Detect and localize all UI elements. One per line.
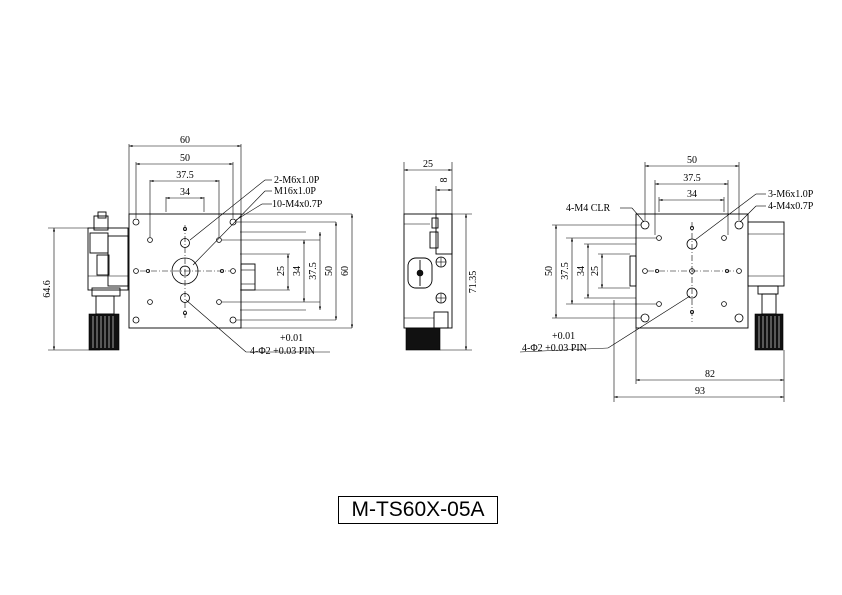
rear-dim-34: 34 bbox=[687, 189, 697, 200]
rear-dim-37-5: 37.5 bbox=[683, 173, 701, 184]
rear-callout-m6: 3-M6x1.0P bbox=[768, 189, 814, 200]
side-dim-71-35: 71.35 bbox=[468, 271, 479, 294]
rear-pin-tol: +0.01 bbox=[552, 331, 575, 342]
rear-callout-m4: 4-M4x0.7P bbox=[768, 201, 814, 212]
rear-dim-82: 82 bbox=[705, 369, 715, 380]
rear-micrometer bbox=[747, 221, 785, 351]
front-dim-v34: 34 bbox=[292, 266, 303, 276]
rear-pin-callout: 4-Φ2 +0.03 PIN bbox=[522, 343, 587, 354]
front-pin-tol: +0.01 bbox=[280, 333, 303, 344]
front-dim-v60: 60 bbox=[340, 266, 351, 276]
front-callout-m4: 10-M4x0.7P bbox=[272, 199, 323, 210]
rear-callout-m4clr: 4-M4 CLR bbox=[566, 203, 611, 214]
front-dim-50: 50 bbox=[180, 153, 190, 164]
front-dim-34: 34 bbox=[180, 187, 190, 198]
front-dim-64-6: 64.6 bbox=[42, 280, 53, 298]
rear-dim-v25: 25 bbox=[590, 266, 601, 276]
front-dim-v50: 50 bbox=[324, 266, 335, 276]
side-body bbox=[403, 213, 453, 329]
rear-dim-50: 50 bbox=[687, 155, 697, 166]
side-dim-8: 8 bbox=[439, 178, 450, 183]
rear-dim-93: 93 bbox=[695, 386, 705, 397]
front-dim-37-5: 37.5 bbox=[176, 170, 194, 181]
rear-dim-v50: 50 bbox=[544, 266, 555, 276]
side-view: 25 8 71.35 bbox=[403, 159, 479, 351]
rear-dim-v37-5: 37.5 bbox=[560, 262, 571, 280]
model-number-label: M-TS60X-05A bbox=[338, 496, 498, 524]
side-dim-25: 25 bbox=[423, 159, 433, 170]
front-callout-m6: 2-M6x1.0P bbox=[274, 175, 320, 186]
front-dim-v37-5: 37.5 bbox=[308, 262, 319, 280]
front-view: 60 50 37.5 34 25 34 37.5 50 60 64.6 bbox=[42, 135, 354, 357]
rear-view: 50 37.5 34 50 37.5 34 25 82 93 4-M4 CLR bbox=[519, 155, 814, 402]
front-pin-callout: 4-Φ2 +0.03 PIN bbox=[250, 346, 315, 357]
front-dim-60: 60 bbox=[180, 135, 190, 146]
front-micrometer bbox=[87, 211, 129, 351]
front-dim-v25: 25 bbox=[276, 266, 287, 276]
rear-dim-v34: 34 bbox=[576, 266, 587, 276]
front-callout-m16: M16x1.0P bbox=[274, 186, 316, 197]
